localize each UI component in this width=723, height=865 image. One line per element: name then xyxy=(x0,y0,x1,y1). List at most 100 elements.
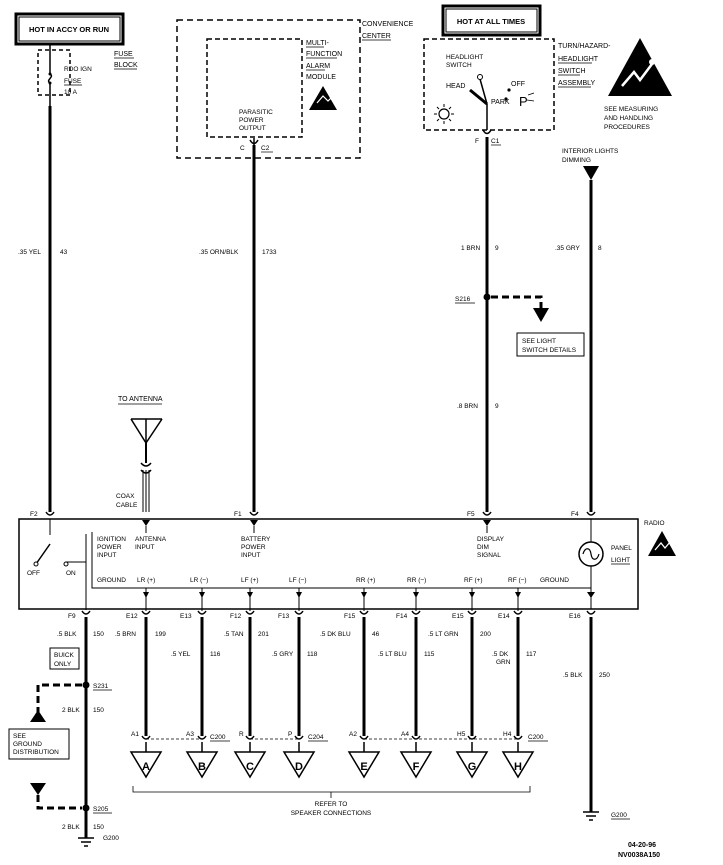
battery-input-3: INPUT xyxy=(241,552,261,559)
buick-note-2: ONLY xyxy=(54,661,72,668)
wire-9a-gauge: 1 BRN xyxy=(461,245,480,252)
lf-minus-label: LF (−) xyxy=(289,577,307,584)
wire-117-circuit: 117 xyxy=(526,651,537,658)
dim-signal-2: DIM xyxy=(477,544,489,551)
speaker-ref-1: REFER TO xyxy=(315,801,348,808)
wire-150c-circuit: 150 xyxy=(93,824,104,831)
wire-150b-circuit: 150 xyxy=(93,707,104,714)
rf-plus-label: RF (+) xyxy=(464,577,483,584)
light-switch-note-1: SEE LIGHT xyxy=(522,338,556,345)
conn-a4: A4 xyxy=(401,731,409,738)
radio-esd-icon xyxy=(648,531,676,556)
radio-title: RADIO xyxy=(644,520,665,527)
antenna-input-1: ANTENNA xyxy=(135,536,167,543)
wire-201-circuit: 201 xyxy=(258,631,269,638)
module-title-1: MULTI- xyxy=(306,40,329,47)
switch-assy-title-2: HEADLIGHT xyxy=(558,56,599,63)
ground-g200-right: G200 xyxy=(611,812,627,819)
conn-a2: A2 xyxy=(349,731,357,738)
conn-c204: C204 xyxy=(308,734,324,741)
buick-note-1: BUICK xyxy=(54,652,75,659)
pin-f12: F12 xyxy=(230,613,242,620)
ground-dist-1: SEE xyxy=(13,733,27,740)
speaker-e-icon xyxy=(347,751,381,779)
all-times-hot-label: HOT AT ALL TIMES xyxy=(457,17,525,26)
convenience-title-2: CENTER xyxy=(362,33,391,40)
dim-signal-1: DISPLAY xyxy=(477,536,505,543)
wire-115-circuit: 115 xyxy=(424,651,435,658)
ign-input-1: IGNITION xyxy=(97,536,126,543)
dimming-source-icon xyxy=(583,166,599,180)
wire-46-gauge: .5 DK BLU xyxy=(320,631,351,638)
accy-hot-box xyxy=(14,12,125,46)
splice-s216-label: S216 xyxy=(455,296,471,303)
wire-43-circuit: 43 xyxy=(60,249,68,256)
speaker-label-a: A xyxy=(142,761,150,773)
wire-117-gauge: .5 DK xyxy=(492,651,509,658)
switch-assy-title-3: SWITCH xyxy=(558,68,586,75)
antenna-input-2: INPUT xyxy=(135,544,155,551)
speaker-h-icon xyxy=(501,751,535,779)
speaker-triangles xyxy=(129,742,535,779)
ground-dist-3: DISTRIBUTION xyxy=(13,749,59,756)
speaker-wires xyxy=(144,617,520,736)
wire-9b-circuit: 9 xyxy=(495,403,499,410)
coax-label-2: CABLE xyxy=(116,502,138,509)
headlight-switch-arm xyxy=(479,78,488,105)
ground-dist-2: GROUND xyxy=(13,741,42,748)
ground-left-label: GROUND xyxy=(97,577,126,584)
light-switch-note-2: SWITCH DETAILS xyxy=(522,347,577,354)
pin-f1: F1 xyxy=(234,511,242,518)
panel-light-2: LIGHT xyxy=(611,557,630,564)
speaker-label-d: D xyxy=(295,761,303,773)
conv-connector-c2: C2 xyxy=(261,145,270,152)
wire-118-circuit: 118 xyxy=(307,651,318,658)
splice-s205 xyxy=(82,804,90,812)
wire-200-gauge: .5 LT GRN xyxy=(428,631,459,638)
speaker-b-icon xyxy=(185,751,219,779)
ground-g200-left: G200 xyxy=(103,835,119,842)
wire-150b-gauge: 2 BLK xyxy=(62,707,80,714)
pin-f4: F4 xyxy=(571,511,579,518)
switch-connector-icon xyxy=(482,129,492,135)
speaker-d-icon xyxy=(282,751,316,779)
speaker-label-g: G xyxy=(468,761,477,773)
ign-on-label: ON xyxy=(66,570,76,577)
wire-9b-gauge: .8 BRN xyxy=(457,403,478,410)
park-position-label: PARK xyxy=(491,99,510,106)
conn-a3: A3 xyxy=(186,731,194,738)
wire-250-gauge: .5 BLK xyxy=(563,672,583,679)
wire-201-gauge: .5 TAN xyxy=(224,631,244,638)
wire-8-circuit: 8 xyxy=(598,245,602,252)
headlight-switch-label-2: SWITCH xyxy=(446,62,472,69)
fuse-label-3: 10 A xyxy=(64,89,78,96)
light-switch-arrow-icon xyxy=(533,308,549,322)
esd-note-3: PROCEDURES xyxy=(604,124,651,131)
pin-f9: F9 xyxy=(68,613,76,620)
wire-9a-circuit: 9 xyxy=(495,245,499,252)
pin-e13: E13 xyxy=(180,613,192,620)
pin-f13: F13 xyxy=(278,613,290,620)
conn-c200-left: C200 xyxy=(210,734,226,741)
wire-199-gauge: .5 BRN xyxy=(115,631,136,638)
switch-assy-title-4: ASSEMBLY xyxy=(558,80,596,87)
conn-a1: A1 xyxy=(131,731,139,738)
battery-input-2: POWER xyxy=(241,544,266,551)
pin-e15: E15 xyxy=(452,613,464,620)
ignition-switch-icon xyxy=(35,543,51,565)
accy-hot-label: HOT IN ACCY OR RUN xyxy=(29,25,109,34)
switch-pin-f: F xyxy=(475,138,479,145)
speaker-c-icon xyxy=(233,751,267,779)
ground-dist-arrow-up-icon xyxy=(30,710,46,722)
ground-right-label: GROUND xyxy=(540,577,569,584)
wire-150a-circuit: 150 xyxy=(93,631,104,638)
conn-c200-right: C200 xyxy=(528,734,544,741)
module-title-2: FUNCTION xyxy=(306,51,342,58)
speaker-label-e: E xyxy=(360,761,367,773)
parasitic-label-1: PARASITIC xyxy=(239,109,273,116)
wire-116-gauge: .5 YEL xyxy=(171,651,191,658)
headlamp-icon xyxy=(434,104,454,124)
wire-199-circuit: 199 xyxy=(155,631,166,638)
pin-e12: E12 xyxy=(126,613,138,620)
rr-minus-label: RR (−) xyxy=(407,577,426,584)
